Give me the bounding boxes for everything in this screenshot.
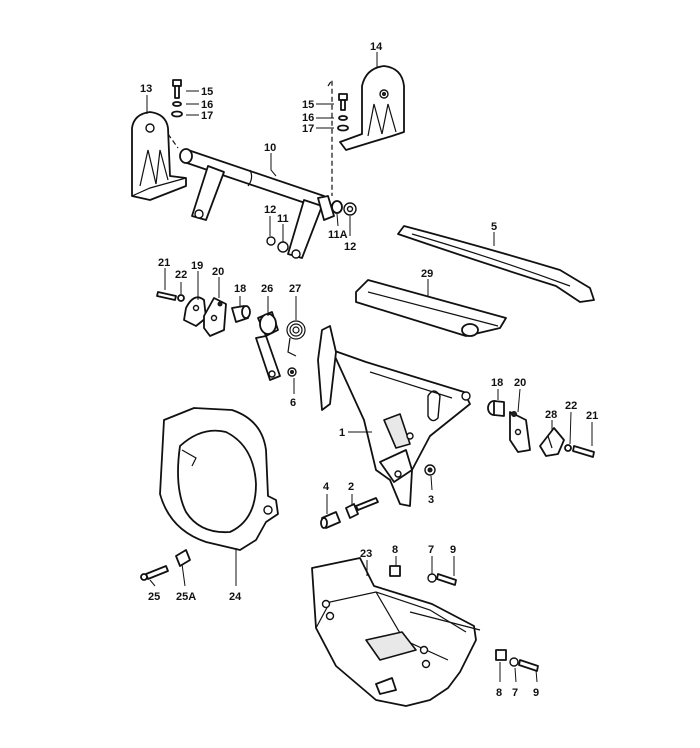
callout-8: 8 (496, 687, 502, 699)
callout-29: 29 (421, 268, 433, 280)
part-5-strip (397, 225, 595, 303)
callout-7: 7 (428, 544, 434, 556)
part-20-right-plate (509, 411, 531, 453)
callout-28: 28 (545, 409, 557, 421)
part-22-21-right-washer-screw (564, 444, 595, 458)
callout-5: 5 (491, 221, 497, 233)
callout-14: 14 (370, 41, 383, 53)
callout-4: 4 (323, 481, 330, 493)
part-27-spring (286, 320, 306, 357)
part-26-lever (255, 311, 281, 381)
callout-13: 13 (140, 83, 152, 95)
callout-9: 9 (533, 687, 539, 699)
part-25-screw (140, 565, 169, 581)
callout-2: 2 (348, 481, 354, 493)
part-29-channel (355, 279, 507, 337)
callout-11A: 11A (328, 229, 348, 241)
callout-7: 7 (512, 687, 518, 699)
callout-25A: 25A (176, 591, 196, 603)
part-28-spring-clip (539, 427, 565, 457)
callout-26: 26 (261, 283, 273, 295)
part-23-cover (311, 557, 481, 707)
callout-22: 22 (565, 400, 577, 412)
callout-22: 22 (175, 269, 187, 281)
callout-18: 18 (234, 283, 246, 295)
part-25A-clip (175, 549, 191, 567)
callout-1: 1 (339, 427, 345, 439)
callout-20: 20 (212, 266, 224, 278)
callout-17: 17 (201, 110, 213, 122)
part-10-shaft-assembly (179, 148, 335, 259)
callout-24: 24 (229, 591, 242, 603)
part-8-7-9-top-fasteners (389, 565, 457, 586)
callout-20: 20 (514, 377, 526, 389)
callout-10: 10 (264, 142, 276, 154)
callout-16: 16 (302, 112, 314, 124)
callout-11: 11 (277, 213, 289, 225)
part-15-16-17-right-fasteners (337, 93, 349, 132)
callout-12: 12 (264, 204, 276, 216)
part-20-left-plate (203, 297, 227, 337)
part-19-plate (183, 296, 207, 327)
callout-23: 23 (360, 548, 372, 560)
part-2-screw (345, 497, 379, 519)
part-21-22-left-screw-washer (156, 291, 185, 302)
callout-15: 15 (302, 99, 314, 111)
callout-19: 19 (191, 260, 203, 272)
assembly-line-13 (167, 133, 179, 149)
part-24-trim-ring (159, 407, 279, 551)
callout-12: 12 (344, 241, 356, 253)
callout-15: 15 (201, 86, 213, 98)
part-18-left-bushing (231, 305, 251, 323)
part-1-main-bracket (317, 325, 471, 507)
callout-6: 6 (290, 397, 296, 409)
callout-8: 8 (392, 544, 398, 556)
assembly-line-14 (327, 78, 333, 196)
part-8-7-9-bottom-fasteners (495, 649, 539, 672)
callout-18: 18 (491, 377, 503, 389)
callout-labels: 13 15 16 17 14 15 16 17 10 12 11 11A 12 … (140, 41, 598, 699)
part-14-bracket (339, 65, 405, 151)
part-15-16-17-left-fasteners (171, 79, 183, 118)
part-3-nut (424, 464, 436, 476)
callout-25: 25 (148, 591, 160, 603)
callout-16: 16 (201, 99, 213, 111)
part-4-sleeve (320, 511, 341, 529)
callout-9: 9 (450, 544, 456, 556)
callout-21: 21 (586, 410, 598, 422)
part-13-bracket (131, 111, 187, 201)
callout-21: 21 (158, 257, 170, 269)
callout-3: 3 (428, 494, 434, 506)
part-18-right-bushing (487, 400, 505, 417)
callout-27: 27 (289, 283, 301, 295)
leader-lines (146, 52, 593, 683)
part-6-nut (287, 367, 297, 377)
callout-17: 17 (302, 123, 314, 135)
